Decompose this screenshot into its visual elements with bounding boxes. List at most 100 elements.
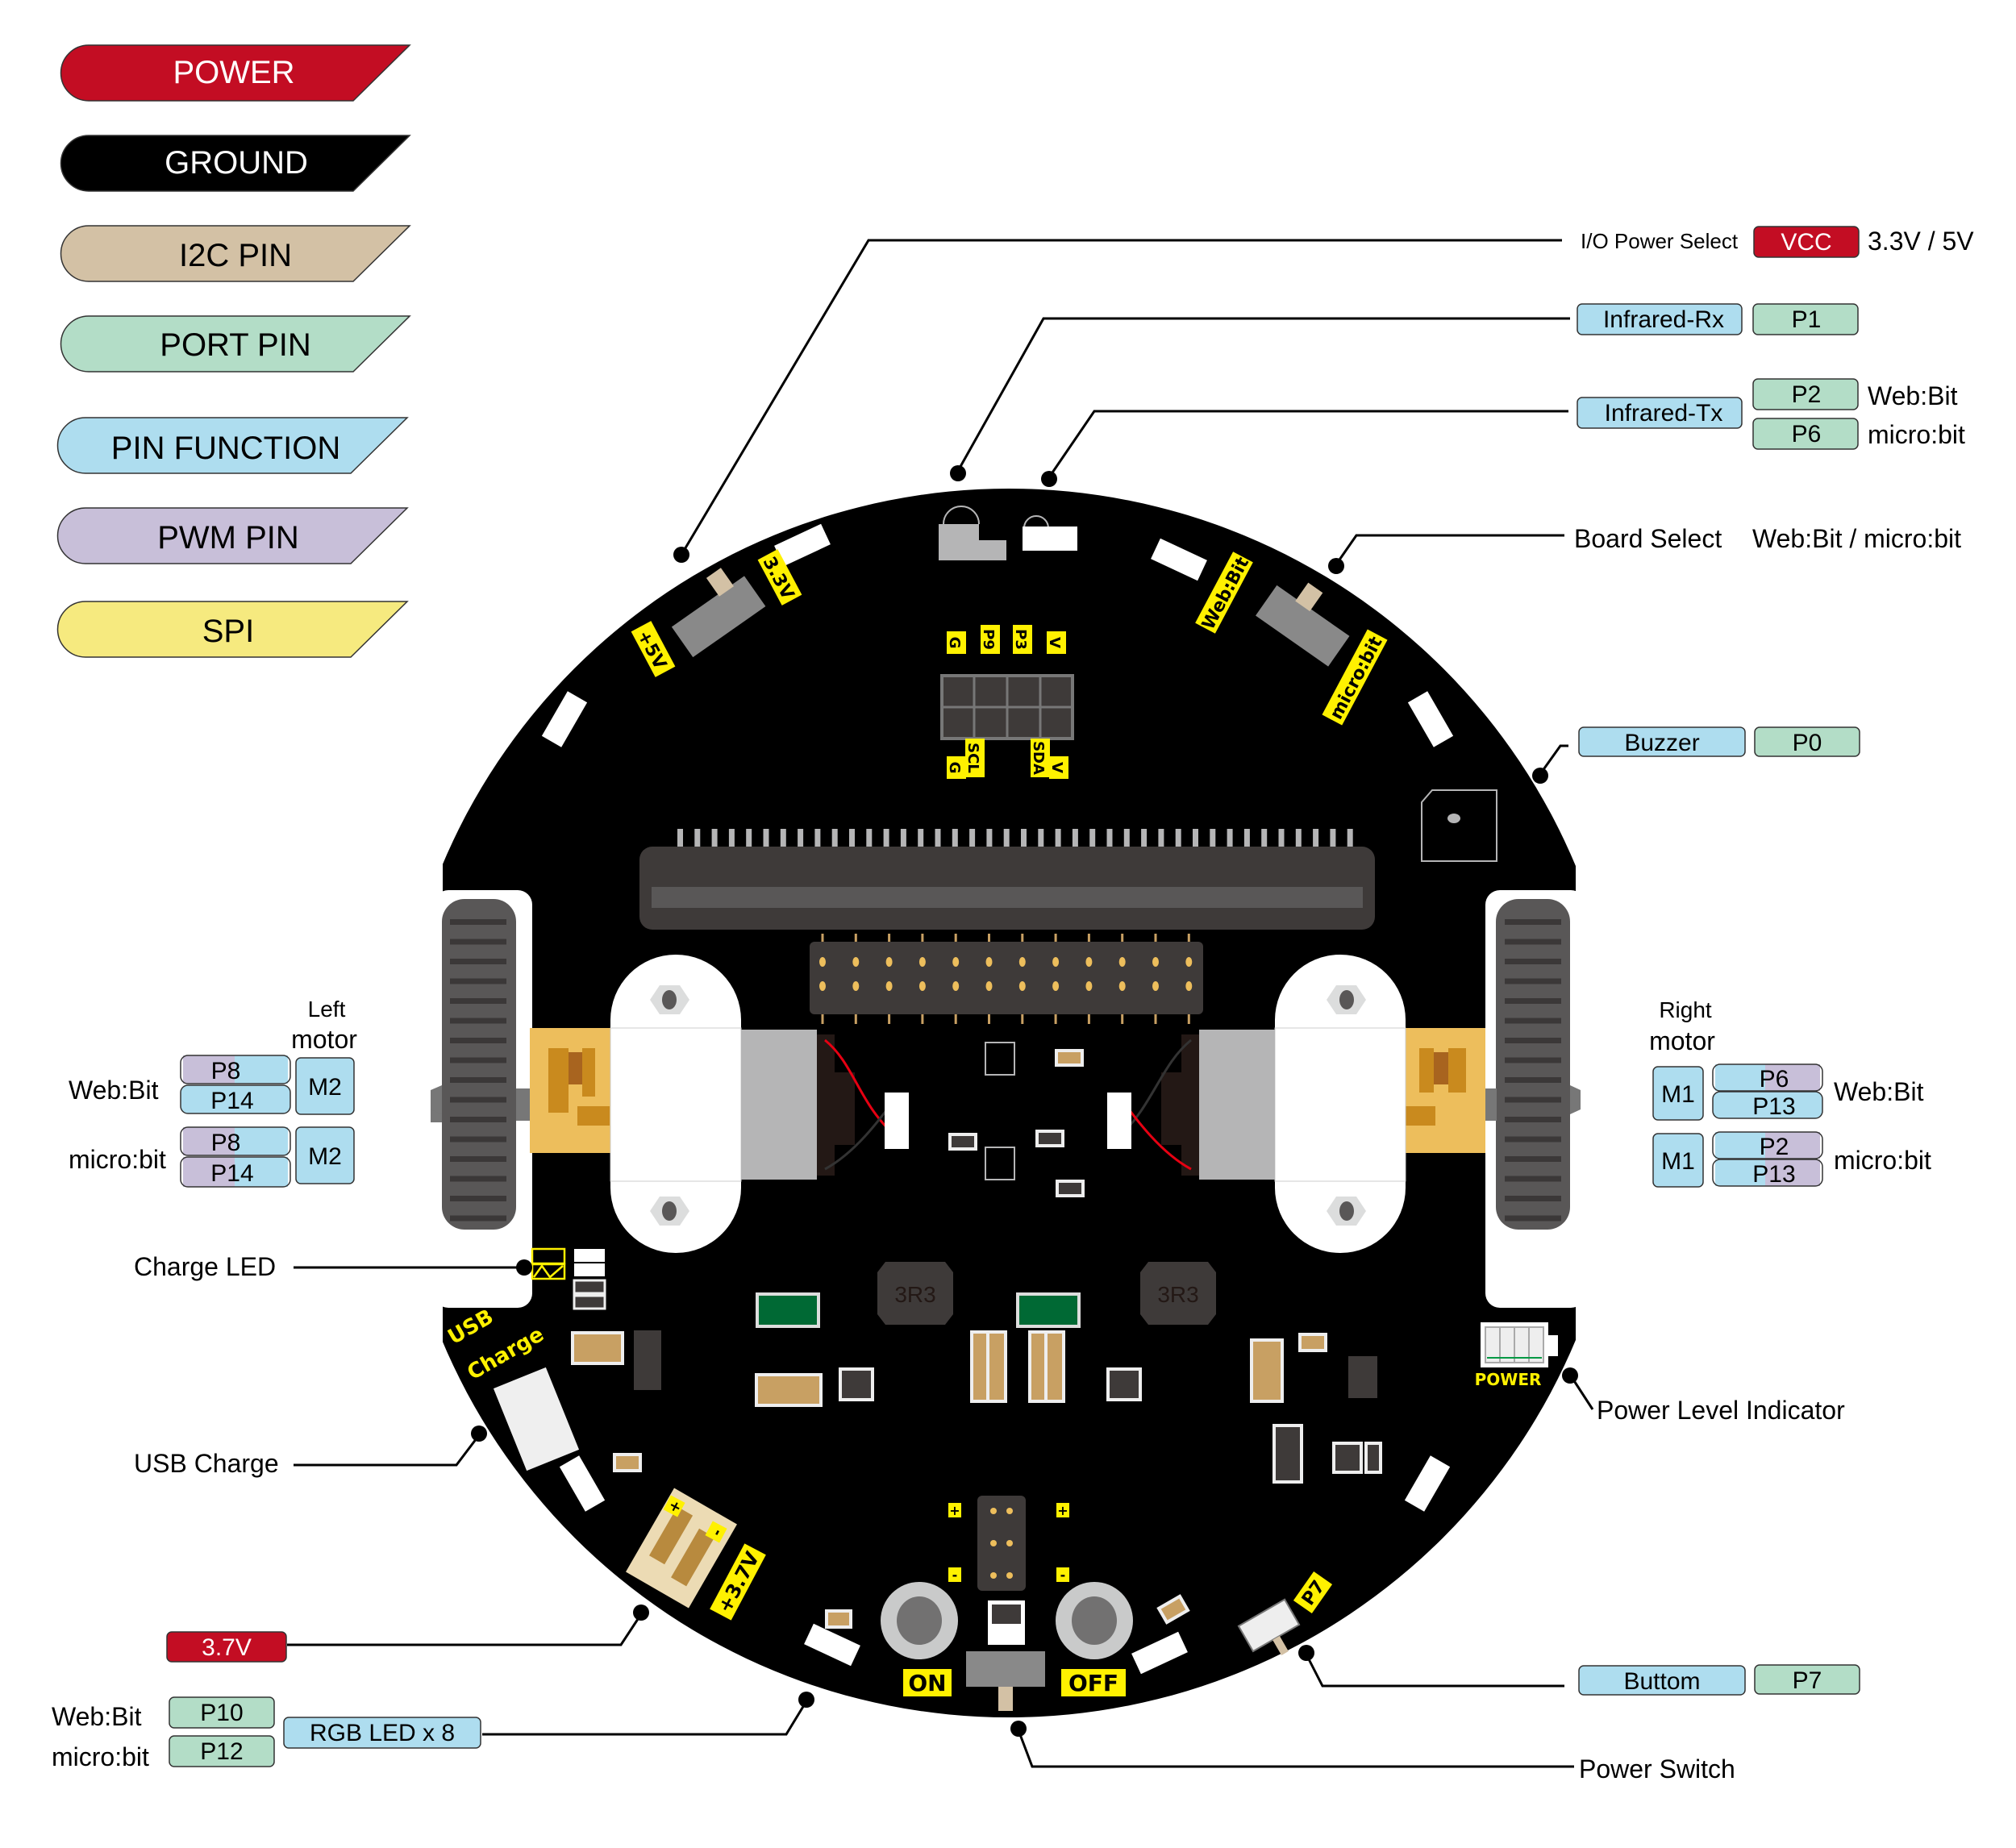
wheel-tread <box>450 1018 506 1024</box>
wheel-tread <box>1505 1117 1561 1122</box>
wheel-tread <box>450 939 506 945</box>
wheel-tread <box>450 1038 506 1043</box>
rgb-led <box>541 691 588 747</box>
right-motor <box>1161 955 1406 1253</box>
rgb-led <box>559 1455 606 1512</box>
svg-text:motor: motor <box>1649 1026 1715 1055</box>
header-pin <box>1118 957 1126 967</box>
legend-item-ground: GROUND <box>60 135 411 192</box>
svg-text:P6: P6 <box>1760 1066 1789 1093</box>
edge-pin <box>1089 829 1096 847</box>
header-2x3 <box>977 1496 1026 1591</box>
edge-pin <box>918 829 924 847</box>
legend-label: POWER <box>173 55 294 90</box>
inductor-left: 3R3 <box>877 1262 953 1325</box>
right-wheel <box>1482 899 1581 1230</box>
edge-pin <box>900 829 906 847</box>
wheel-tread <box>450 1156 506 1162</box>
legend-item-i2c: I2C PIN <box>60 225 411 282</box>
motor-terminal-right <box>1107 1093 1131 1149</box>
svg-text:G: G <box>946 637 963 649</box>
wheel-tread <box>1505 1018 1561 1024</box>
svg-text:SDA: SDA <box>1030 741 1047 775</box>
rgb-led-function: RGB LED x 8 <box>310 1720 455 1746</box>
usb-charge-label: USB Charge <box>134 1449 279 1478</box>
svg-text:POWER: POWER <box>1475 1370 1542 1389</box>
edge-pin <box>1175 829 1181 847</box>
legend-item-power: POWER <box>60 44 411 102</box>
button-p7[interactable] <box>1237 1598 1308 1667</box>
header-pin <box>1185 957 1193 967</box>
edge-pin <box>952 829 958 847</box>
rgb-led <box>804 1623 860 1667</box>
svg-text:Web:Bit: Web:Bit <box>1834 1077 1924 1106</box>
edge-pin <box>763 829 769 847</box>
wheel-tread <box>450 1117 506 1122</box>
silk-off-bg <box>1061 1669 1126 1696</box>
battery-voltage: 3.7V <box>202 1634 252 1661</box>
callout-left-motor: Left motor Web:Bit P8 P14 M2 micro:bit P… <box>69 997 357 1188</box>
svg-text:micro:bit: micro:bit <box>52 1742 149 1771</box>
svg-text:Right: Right <box>1659 997 1712 1022</box>
wheel-tread <box>1505 1097 1561 1103</box>
edge-pin <box>746 829 752 847</box>
header-pin <box>1085 981 1093 991</box>
fuse-right <box>1016 1292 1081 1328</box>
edge-pin <box>1038 829 1044 847</box>
wheel-tread <box>1505 1038 1561 1043</box>
svg-text:motor: motor <box>291 1025 357 1054</box>
infrared-receiver <box>939 506 1006 560</box>
fuse-left <box>756 1292 820 1328</box>
edge-pin <box>1330 829 1336 847</box>
charge-led-label: Charge LED <box>134 1252 276 1281</box>
edge-pin <box>677 829 683 847</box>
buzzer <box>1421 789 1497 862</box>
svg-text:V: V <box>1046 637 1063 648</box>
callout-infrared-tx: Infrared-Tx P2 Web:Bit P6 micro:bit <box>1577 378 1965 450</box>
motor-driver-ic <box>985 1042 1015 1180</box>
legend-item-function: PIN FUNCTION <box>56 417 409 474</box>
svg-text:Web:Bit: Web:Bit <box>52 1702 142 1731</box>
left-motor-pin: P14 <box>180 1156 291 1188</box>
svg-text:+: + <box>949 1503 960 1518</box>
wheel-tread <box>450 1057 506 1063</box>
wheel-tread <box>1505 1176 1561 1182</box>
svg-text:SCL: SCL <box>964 743 981 773</box>
ir-tx-function: Infrared-Tx <box>1605 400 1723 427</box>
legend-item-spi: SPI <box>56 601 409 658</box>
edge-pin <box>831 829 838 847</box>
header-pin <box>918 981 926 991</box>
edge-pin <box>780 829 786 847</box>
svg-text:P8: P8 <box>211 1058 241 1084</box>
power-switch-label: Power Switch <box>1579 1754 1735 1783</box>
header-pin <box>1152 957 1159 967</box>
pin-header-2x12 <box>810 934 1203 1024</box>
svg-text:micro:bit: micro:bit <box>1834 1146 1931 1175</box>
left-motor-pin: P14 <box>180 1084 291 1114</box>
power-switch[interactable] <box>966 1651 1045 1711</box>
wheel-tread <box>1505 919 1561 925</box>
svg-text:P3: P3 <box>1012 629 1029 650</box>
battery-connector <box>626 1488 737 1609</box>
left-motor-pin: P8 <box>180 1126 291 1156</box>
leader-lines <box>287 239 1594 1768</box>
edge-pin <box>694 829 701 847</box>
svg-text:-: - <box>1060 1567 1066 1583</box>
header-pin <box>985 981 993 991</box>
io-power-switch[interactable] <box>660 560 766 658</box>
board-select-value: Web:Bit / micro:bit <box>1752 524 1961 553</box>
callout-right-motor: Right motor M1 P6 P13 Web:Bit M1 P2 <box>1649 997 1931 1188</box>
rgb-pin-microbit: P12 <box>200 1738 243 1765</box>
wheel-tread <box>450 1077 506 1083</box>
edge-pin <box>1021 829 1027 847</box>
right-motor-pin: P2 <box>1712 1131 1823 1160</box>
left-wheel <box>431 899 532 1230</box>
right-motor-pin: P13 <box>1712 1159 1823 1188</box>
wheel-tread <box>450 959 506 964</box>
wheel-tread <box>1505 959 1561 964</box>
wheel-tread <box>1505 1136 1561 1143</box>
header-pin <box>952 957 960 967</box>
board-select-switch[interactable] <box>1255 568 1361 667</box>
wheel-tread <box>1505 939 1561 945</box>
encoder-right <box>1056 1582 1133 1659</box>
